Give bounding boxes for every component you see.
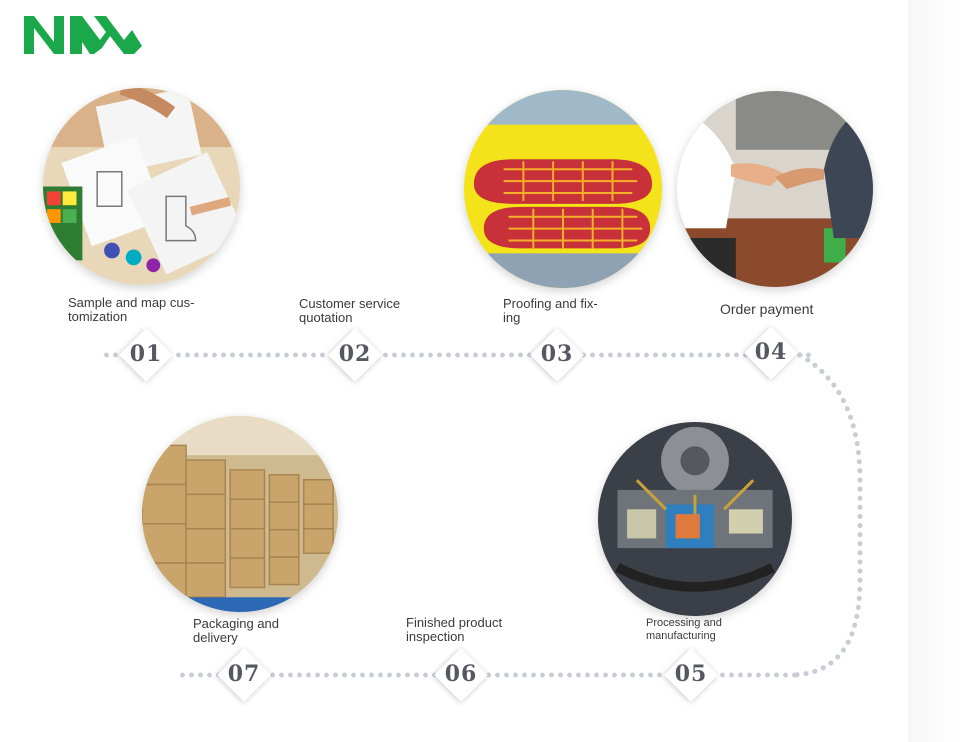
step-07-number: 07: [214, 661, 274, 687]
brand-logo[interactable]: [24, 14, 142, 54]
step-01-label-line1: Sample and map cus-: [68, 296, 228, 310]
step-02-label-line2: quotation: [299, 311, 459, 325]
page-edge-shade: [908, 0, 960, 742]
step-06-label-line2: inspection: [406, 630, 566, 644]
handshake-photo: [677, 91, 873, 287]
step-07-label-line2: delivery: [193, 631, 353, 645]
step-01-label-line2: tomization: [68, 310, 228, 324]
step-01-label: Sample and map cus- tomization: [68, 296, 228, 324]
step-06-label-line1: Finished product: [406, 616, 566, 630]
knitting-machine-photo: [598, 422, 792, 616]
step-06-label: Finished product inspection: [406, 616, 566, 644]
step-01-number: 01: [116, 341, 176, 367]
step-03-label-line2: ing: [503, 311, 663, 325]
step-04-label: Order payment: [720, 302, 880, 316]
step-02-label: Customer service quotation: [299, 297, 459, 325]
step-02-label-line1: Customer service: [299, 297, 459, 311]
step-05-number: 05: [661, 661, 721, 687]
step-03-label-line1: Proofing and fix-: [503, 297, 663, 311]
step-04-label-line1: Order payment: [720, 302, 880, 316]
step-03-number: 03: [527, 341, 587, 367]
step-01-photo: [43, 88, 240, 285]
timeline-top-dots: [102, 352, 812, 358]
nm-logo-icon: [24, 14, 142, 54]
sock-sole-printing-photo: [464, 90, 662, 288]
step-04-photo: [677, 91, 873, 287]
warehouse-boxes-photo: [142, 416, 338, 612]
design-sketches-photo: [43, 88, 240, 285]
step-06-number: 06: [431, 661, 491, 687]
step-07-photo: [142, 416, 338, 612]
step-02-number: 02: [325, 341, 385, 367]
step-05-photo: [598, 422, 792, 616]
step-04-number: 04: [741, 339, 801, 365]
step-03-label: Proofing and fix- ing: [503, 297, 663, 325]
step-07-label: Packaging and delivery: [193, 617, 353, 645]
step-07-label-line1: Packaging and: [193, 617, 353, 631]
step-03-photo: [464, 90, 662, 288]
timeline-connector: [780, 350, 880, 690]
